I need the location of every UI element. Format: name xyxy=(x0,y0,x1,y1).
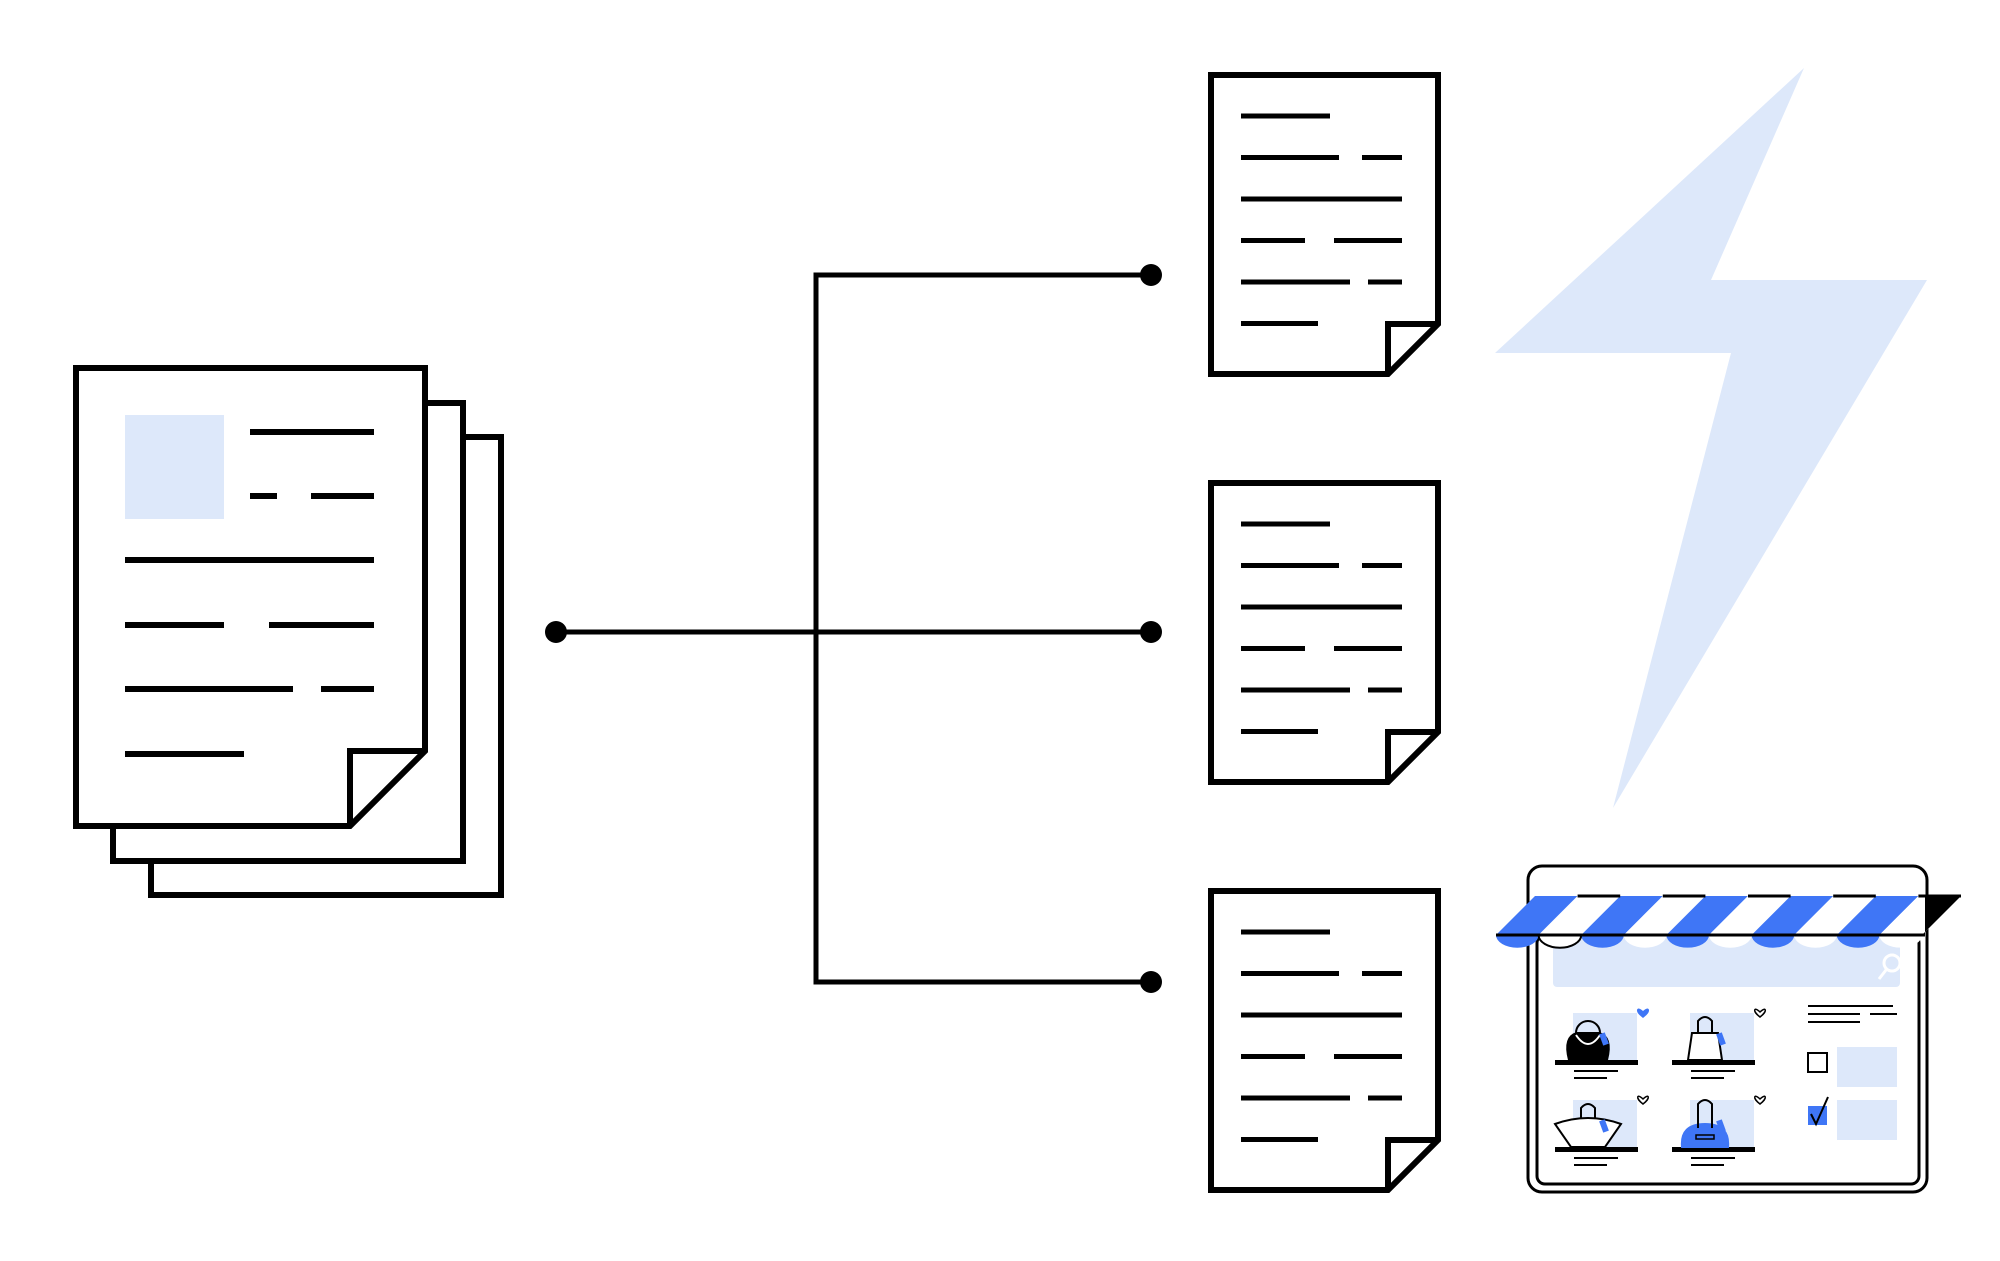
filter-option-label xyxy=(1837,1047,1897,1087)
connector-branch-line xyxy=(813,272,1151,985)
output-document-2 xyxy=(1208,480,1441,785)
product-shelf xyxy=(1672,1147,1755,1152)
output-documents xyxy=(1208,72,1441,1193)
connector-target-dot-3 xyxy=(1140,971,1162,993)
awning-stripe xyxy=(1836,896,1919,935)
product-card-4 xyxy=(1672,1095,1766,1166)
awning-stripe xyxy=(1623,896,1706,935)
image-placeholder xyxy=(125,415,224,519)
connector-target-dot-1 xyxy=(1140,264,1162,286)
awning-scallop xyxy=(1836,935,1880,948)
search-bar xyxy=(1553,937,1900,987)
awning-stripe xyxy=(1666,896,1748,935)
awning-stripe xyxy=(1538,896,1621,935)
connector-target-dot-2 xyxy=(1140,621,1162,643)
awning-stripe xyxy=(1751,896,1834,935)
awning-stripe xyxy=(1496,896,1578,935)
bowling-bag-icon xyxy=(1680,1099,1730,1148)
bag-pocket xyxy=(1695,1134,1715,1140)
output-document-3 xyxy=(1208,888,1441,1193)
black-handbag-icon xyxy=(1566,1020,1610,1061)
search-icon-handle xyxy=(1877,969,1888,980)
lightning-bolt-icon xyxy=(1495,68,1927,808)
stack-page-front xyxy=(73,365,428,829)
tote-bag-icon xyxy=(1686,1016,1726,1061)
product-shelf xyxy=(1555,1147,1638,1152)
bag-handle xyxy=(1697,1016,1713,1033)
price-tag-icon xyxy=(1599,1032,1609,1046)
checkmark-icon xyxy=(1810,1096,1829,1127)
awning-scallop xyxy=(1709,935,1752,948)
awning-stripe xyxy=(1581,896,1663,935)
product-card-2 xyxy=(1672,1008,1766,1079)
bag-handle xyxy=(1580,1103,1596,1118)
awning-scallop xyxy=(1751,935,1795,948)
document-page xyxy=(1208,888,1441,1193)
source-document-stack xyxy=(73,365,504,898)
awning-stripe xyxy=(1709,896,1791,935)
document-fold xyxy=(347,748,425,826)
lightning-bolt-shape xyxy=(1495,68,1927,808)
price-tag-icon xyxy=(1716,1032,1726,1046)
awning-side xyxy=(1922,896,1961,935)
basket-bag-icon xyxy=(1553,1103,1623,1148)
awning-scallop xyxy=(1538,935,1582,948)
store-awning xyxy=(1496,894,1961,949)
online-storefront xyxy=(1496,864,1961,1194)
bag-body xyxy=(1686,1032,1724,1061)
price-tag-icon xyxy=(1716,1119,1726,1133)
connector-source-dot xyxy=(545,621,567,643)
product-card-3 xyxy=(1553,1095,1649,1166)
product-shelf xyxy=(1555,1060,1638,1065)
awning-scallop-outline xyxy=(1537,934,1583,949)
product-card-1 xyxy=(1555,1008,1649,1079)
awning-scallop xyxy=(1794,935,1837,948)
heart-filled-icon[interactable] xyxy=(1637,1008,1649,1018)
document-fold xyxy=(1385,321,1438,374)
product-shelf xyxy=(1672,1060,1755,1065)
bag-handle xyxy=(1697,1099,1713,1128)
search-icon-lens xyxy=(1882,953,1902,973)
awning-scallop xyxy=(1666,935,1709,948)
checkbox-unchecked[interactable] xyxy=(1807,1052,1828,1073)
heart-outline-icon[interactable] xyxy=(1754,1008,1766,1018)
awning-scallop xyxy=(1581,935,1624,948)
document-page xyxy=(1208,72,1441,377)
price-tag-icon xyxy=(1599,1119,1609,1133)
awning-scallop xyxy=(1623,935,1667,948)
bag-chain xyxy=(1575,1034,1601,1045)
awning-stripe xyxy=(1794,896,1876,935)
filter-panel xyxy=(1807,1005,1897,1140)
awning-scallop xyxy=(1879,935,1922,948)
branch-connector xyxy=(545,264,1162,993)
awning-scallop xyxy=(1496,935,1539,948)
heart-outline-icon[interactable] xyxy=(1637,1095,1649,1105)
search-icon xyxy=(1877,953,1902,980)
document-fold xyxy=(1385,1137,1438,1190)
heart-outline-icon[interactable] xyxy=(1754,1095,1766,1105)
output-document-1 xyxy=(1208,72,1441,377)
filter-option-label xyxy=(1837,1100,1897,1140)
document-fold xyxy=(1385,729,1438,782)
document-page xyxy=(1208,480,1441,785)
